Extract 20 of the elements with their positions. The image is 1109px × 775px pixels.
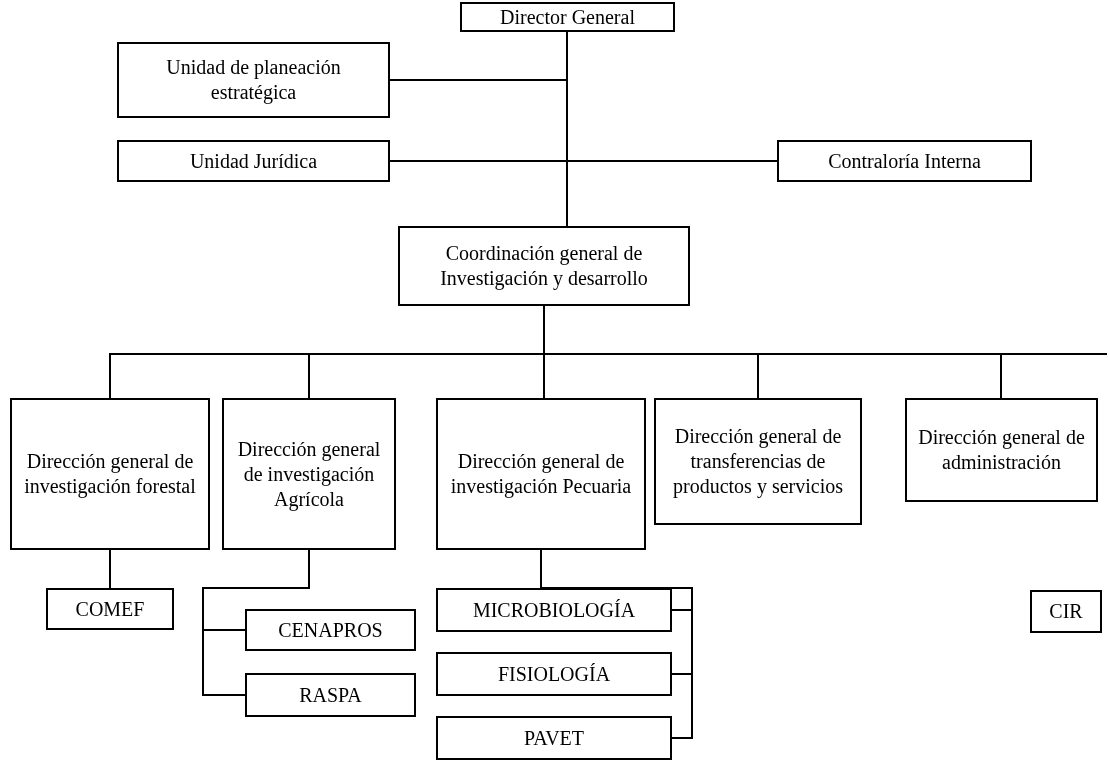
org-box: PAVET	[436, 716, 672, 760]
org-box: Contraloría Interna	[777, 140, 1032, 182]
org-box: Dirección general de investigación forestal	[10, 398, 210, 550]
org-box: Dirección general de administración	[905, 398, 1098, 502]
org-box: FISIOLOGÍA	[436, 652, 672, 696]
org-box: Unidad Jurídica	[117, 140, 390, 182]
org-box: RASPA	[245, 673, 416, 717]
connector-line	[566, 31, 568, 227]
org-box: Dirección general de investigación Agrícola	[222, 398, 396, 550]
org-box: Coordinación general de Investigación y desarrollo	[398, 226, 690, 306]
connector-line	[109, 549, 111, 589]
connector-line	[202, 549, 310, 696]
org-box: Unidad de planeación estratégica	[117, 42, 390, 118]
org-box: Director General	[460, 2, 675, 32]
org-box: Dirección general de investigación Pecuaria	[436, 398, 646, 550]
org-box: Dirección general de transferencias de productos y servicios	[654, 398, 862, 525]
org-box: MICROBIOLOGÍA	[436, 588, 672, 632]
org-box: CENAPROS	[245, 609, 416, 651]
org-box: COMEF	[46, 588, 174, 630]
org-box: CIR	[1030, 590, 1102, 633]
